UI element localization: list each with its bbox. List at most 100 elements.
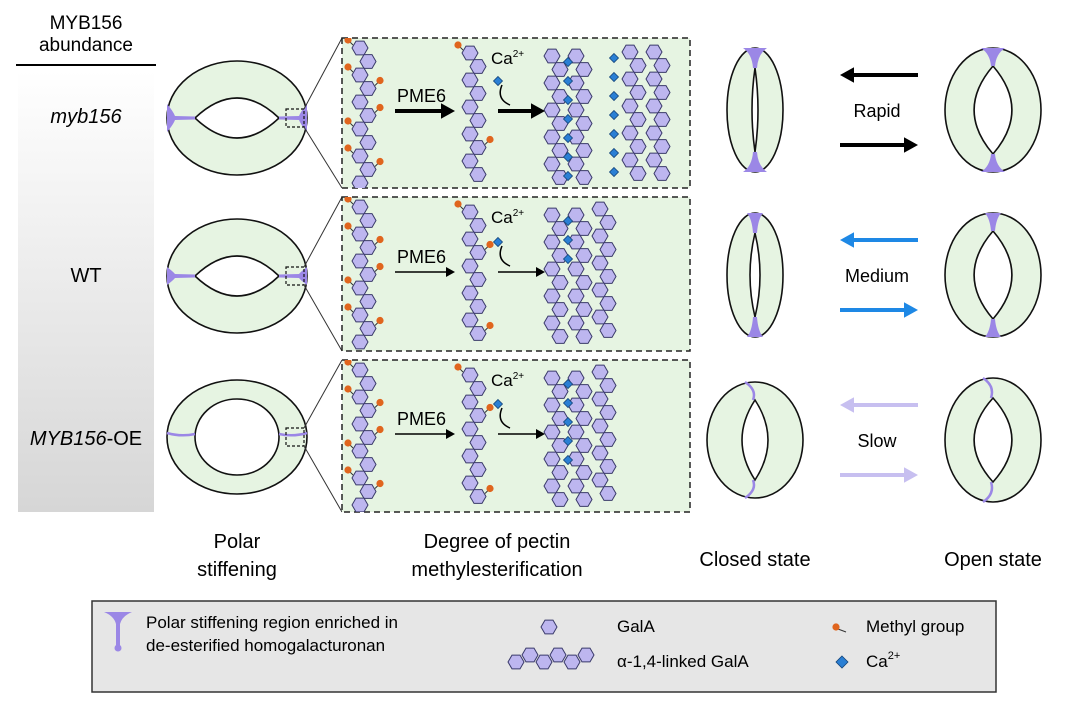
- closing-arrow-0: [840, 67, 918, 83]
- gala-hexagon: [591, 255, 609, 271]
- gala-hexagon: [359, 135, 377, 150]
- panel-content: [344, 360, 617, 512]
- gala-hexagon: [461, 421, 479, 437]
- methyl-group: [486, 321, 494, 330]
- polar-cell-0: [166, 60, 308, 176]
- gala-hexagon: [543, 207, 561, 223]
- gala-hexagon: [653, 58, 671, 73]
- gala-hexagon: [575, 248, 593, 263]
- legend-ca-label: Ca2+: [866, 650, 900, 671]
- gala-hexagon: [543, 478, 561, 494]
- gala-hexagon: [359, 294, 377, 309]
- gala-hexagon: [469, 381, 487, 396]
- abundance-title-line2: abundance: [39, 35, 133, 56]
- methyl-group: [344, 439, 352, 447]
- gala-hexagon: [540, 619, 558, 635]
- stiffening-shape: [104, 612, 132, 646]
- gala-hexagon: [551, 302, 569, 317]
- gala-hexagon: [567, 315, 585, 331]
- zoom-connector: [303, 445, 343, 513]
- stiffening-region: [985, 319, 1001, 337]
- gala-hexagon: [629, 58, 647, 73]
- gala-hexagon: [551, 329, 569, 344]
- methyl-group: [344, 38, 352, 44]
- gala-hexagon: [469, 326, 487, 341]
- gala-hexagon: [645, 71, 663, 87]
- opening-arrow-0: [840, 137, 918, 153]
- methyl-group: [376, 479, 384, 488]
- arrow-head: [446, 429, 455, 439]
- methyl-group: [454, 41, 462, 49]
- gala-hexagon: [591, 472, 609, 488]
- gala-hexagon: [575, 411, 593, 426]
- gala-hexagon: [461, 394, 479, 410]
- arrow-head: [536, 429, 545, 439]
- gala-hexagon: [469, 489, 487, 504]
- gala-hexagon: [543, 102, 561, 118]
- polar-stiffening-column: [166, 37, 343, 513]
- gala-hexagon: [469, 86, 487, 101]
- gala-hexagon: [591, 391, 609, 407]
- abundance-gradient-bar: [18, 70, 154, 512]
- row-label-myb156: myb156: [50, 106, 122, 128]
- legend-stiffening-line1: Polar stiffening region enriched in: [146, 613, 398, 632]
- gala-hexagon: [521, 647, 539, 663]
- zoom-connector: [303, 359, 343, 429]
- gala-hexagon: [469, 299, 487, 314]
- stiffening-region: [167, 267, 195, 285]
- zoom-connector: [303, 196, 343, 268]
- gala-hexagon: [653, 85, 671, 100]
- arrow-head: [536, 267, 545, 277]
- gala-hexagon: [359, 81, 377, 96]
- calcium-ion: [608, 166, 620, 178]
- row-label-wt: WT: [70, 265, 101, 287]
- gala-hexagon: [645, 152, 663, 168]
- calcium-ion: [608, 90, 620, 102]
- speed-label-0: Rapid: [853, 101, 900, 121]
- gala-hexagon: [359, 457, 377, 472]
- calcium-ion: [608, 147, 620, 159]
- closing-arrow-1: [840, 232, 918, 248]
- arrow-head: [904, 302, 918, 318]
- stiffening-region: [747, 317, 763, 337]
- gala-hexagon: [591, 228, 609, 244]
- gala-hexagon: [575, 170, 593, 185]
- gala-hexagon: [351, 175, 369, 188]
- legend-stiffening-line2: de-esterified homogalacturonan: [146, 636, 385, 655]
- gala-hexagon: [577, 647, 595, 663]
- calcium-ion: [562, 234, 574, 246]
- gala-hexagon: [359, 484, 377, 499]
- panel-content: [344, 197, 617, 350]
- gala-hexagon: [461, 153, 479, 169]
- stiffening-region: [743, 48, 767, 68]
- gala-hexagon: [551, 384, 569, 399]
- gala-hexagon: [653, 166, 671, 181]
- open-state-label: Open state: [944, 549, 1042, 571]
- polar-cell-1: [166, 218, 308, 334]
- methyl-group: [344, 385, 352, 393]
- gala-hexagon: [543, 75, 561, 91]
- stomatal-pore: [741, 398, 769, 482]
- methyl-group: [344, 276, 352, 284]
- methyl-group: [486, 484, 494, 493]
- row-label-oe-gene: MYB156: [30, 428, 108, 450]
- calcium-curve: [499, 407, 511, 429]
- closing-arrow-2: [840, 397, 918, 413]
- panel-frame: [341, 196, 691, 352]
- gala-hexagon: [469, 167, 487, 182]
- gala-hexagon: [575, 62, 593, 77]
- gala-hexagon: [591, 282, 609, 298]
- methyl-group: [486, 135, 494, 144]
- legend-linked-label: α-1,4-linked GalA: [617, 652, 749, 671]
- degree-label-line1: Degree of pectin: [424, 531, 571, 553]
- gala-hexagon: [549, 647, 567, 663]
- gala-hexagon: [575, 329, 593, 344]
- gala-hexagon: [351, 226, 369, 242]
- zoom-connector: [303, 37, 343, 110]
- gala-hexagon: [461, 475, 479, 491]
- methyl-group: [344, 222, 352, 230]
- calcium-ion: [492, 236, 504, 248]
- gala-hexagon: [551, 465, 569, 480]
